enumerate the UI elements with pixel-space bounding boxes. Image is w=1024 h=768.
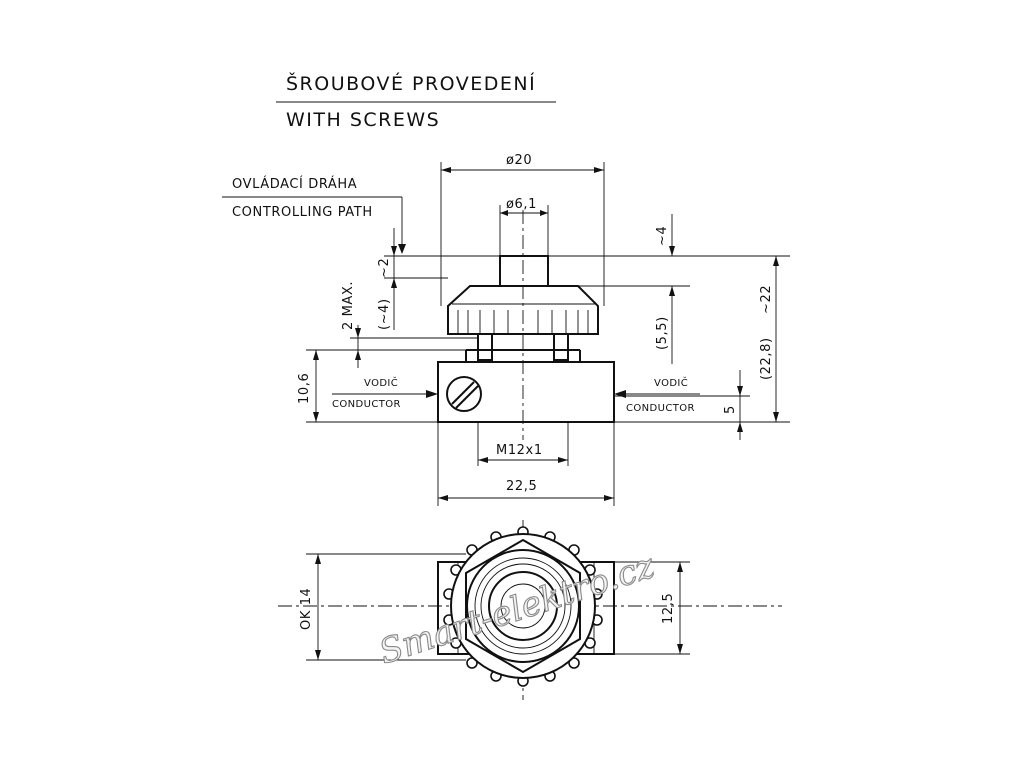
hex-nut [465, 538, 581, 674]
dim-paren5-5: (5,5) [655, 286, 675, 364]
dim-thread: M12x1 [477, 422, 569, 466]
dim-dia6-1: ø6,1 [499, 197, 549, 256]
label-approx4: ~4 [655, 226, 670, 246]
conductor-left-en: CONDUCTOR [332, 399, 401, 410]
ring-2 [474, 557, 572, 655]
plunger [499, 255, 549, 287]
controlling-path-english: CONTROLLING PATH [232, 205, 373, 220]
conductor-left-cz: VODIČ [364, 376, 398, 389]
ring-5 [500, 583, 546, 629]
neck-left [477, 333, 493, 361]
conductor-left: VODIČ CONDUCTOR [332, 376, 438, 410]
conductor-right: VODIČ CONDUCTOR [614, 376, 700, 414]
dim-h10-6: 10,6 [297, 349, 438, 423]
label-h10-6: 10,6 [297, 373, 312, 404]
dim-dia20: ø20 [440, 153, 605, 306]
title-block: ŠROUBOVÉ PROVEDENÍ WITH SCREWS [276, 71, 556, 131]
neck-right [553, 333, 569, 361]
ring-4 [488, 571, 558, 641]
controlling-path-arrow [398, 244, 406, 254]
screw-slot-b [455, 385, 479, 409]
switch-body [437, 361, 615, 423]
dim-approx4: ~4 [655, 214, 675, 256]
label-ok14: OK 14 [299, 588, 314, 630]
label-w22-5: 22,5 [506, 479, 537, 494]
dim-left-stack: ~2 (~4) 2 MAX. [341, 228, 500, 368]
side-view: ø20 ø6,1 ~4 (5,5) [297, 153, 790, 506]
label-approx2: ~2 [377, 258, 392, 278]
conductor-right-en: CONDUCTOR [626, 403, 695, 414]
label-paren5-5: (5,5) [655, 316, 670, 350]
conductor-right-cz: VODIČ [654, 376, 688, 389]
dim-paren22-8: (22,8) [759, 256, 779, 422]
terminal-screw [446, 376, 482, 412]
title-czech: ŠROUBOVÉ PROVEDENÍ [286, 71, 536, 95]
label-paren-approx4: (~4) [377, 298, 392, 330]
top-view: OK 14 12,5 [278, 520, 782, 700]
label-dia6-1: ø6,1 [506, 197, 537, 212]
label-thread: M12x1 [496, 443, 543, 458]
dim-ok14: OK 14 [299, 553, 466, 661]
dim-w22-5: 22,5 [437, 422, 615, 506]
label-h5: 5 [723, 405, 738, 414]
controlling-path-czech: OVLÁDACÍ DRÁHA [232, 176, 357, 192]
dim-h12-5: 12,5 [614, 561, 690, 655]
knurl-lines [457, 310, 589, 334]
dim-h5: 5 [614, 370, 750, 440]
label-dia20: ø20 [506, 153, 532, 168]
controlling-path-block: OVLÁDACÍ DRÁHA CONTROLLING PATH [222, 176, 406, 254]
ring-1 [466, 549, 580, 663]
ring-3 [480, 563, 566, 649]
screw-slot-a [451, 381, 475, 405]
label-h12-5: 12,5 [661, 593, 676, 624]
label-approx22: ~22 [759, 285, 774, 314]
label-paren22-8: (22,8) [759, 337, 774, 380]
top-cap-outer [450, 533, 596, 679]
title-english: WITH SCREWS [286, 109, 440, 131]
label-max2: 2 MAX. [341, 281, 356, 330]
